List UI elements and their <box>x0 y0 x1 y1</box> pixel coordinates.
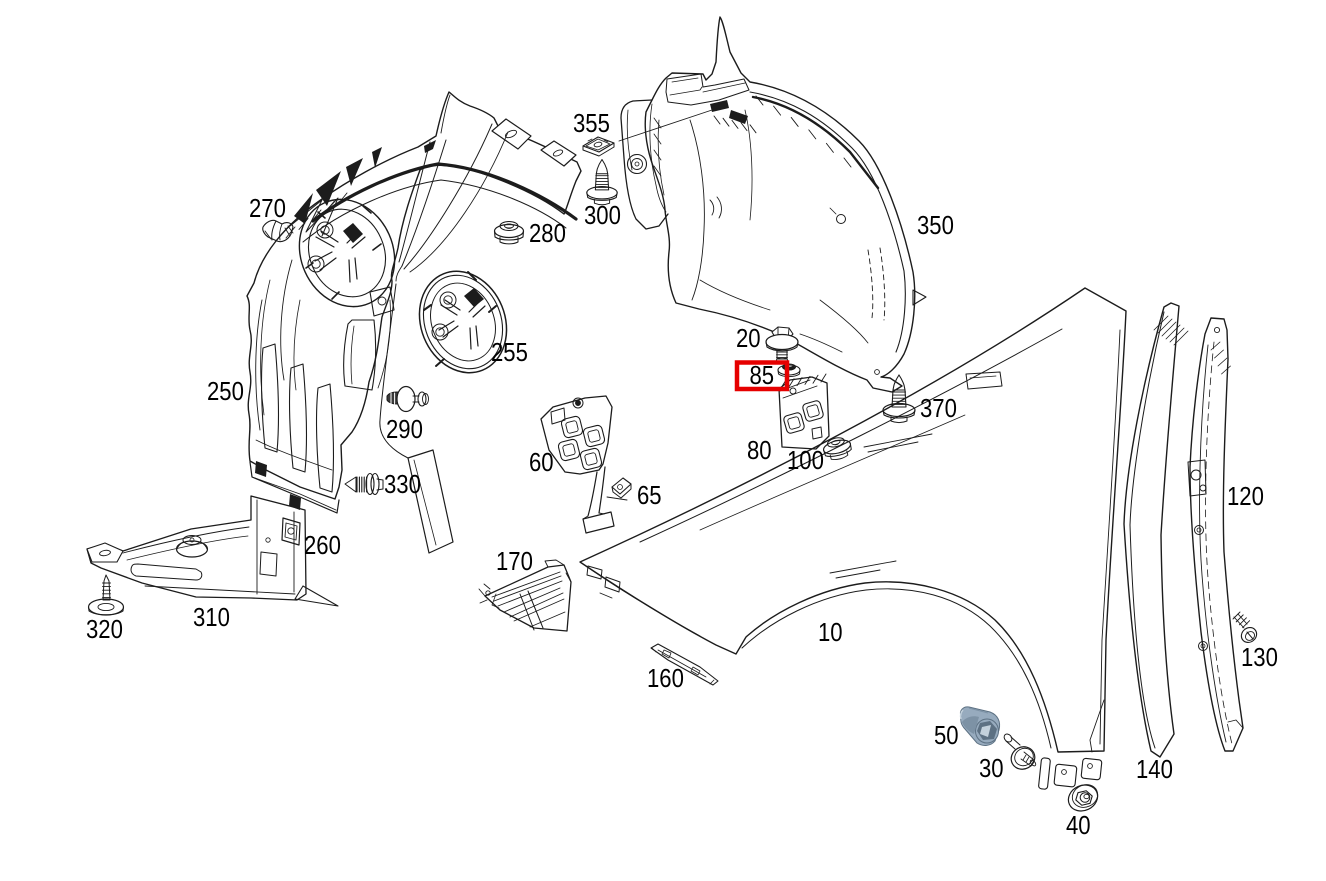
svg-text:255: 255 <box>491 337 528 367</box>
svg-text:370: 370 <box>920 393 957 423</box>
svg-text:300: 300 <box>584 200 621 230</box>
svg-text:170: 170 <box>496 546 533 576</box>
svg-text:350: 350 <box>917 210 954 240</box>
svg-text:80: 80 <box>747 435 772 465</box>
svg-text:290: 290 <box>386 414 423 444</box>
svg-text:140: 140 <box>1136 754 1173 784</box>
svg-text:60: 60 <box>529 447 554 477</box>
svg-text:100: 100 <box>787 445 824 475</box>
svg-text:65: 65 <box>637 480 662 510</box>
svg-text:30: 30 <box>979 753 1004 783</box>
svg-text:260: 260 <box>304 530 341 560</box>
svg-text:10: 10 <box>818 617 843 647</box>
svg-text:20: 20 <box>736 323 761 353</box>
svg-text:320: 320 <box>86 614 123 644</box>
svg-text:40: 40 <box>1066 810 1091 840</box>
svg-text:130: 130 <box>1241 642 1278 672</box>
svg-text:355: 355 <box>573 108 610 138</box>
svg-text:85: 85 <box>750 360 775 390</box>
svg-text:120: 120 <box>1227 481 1264 511</box>
svg-text:330: 330 <box>384 469 421 499</box>
svg-text:280: 280 <box>529 218 566 248</box>
svg-text:250: 250 <box>207 376 244 406</box>
svg-text:310: 310 <box>193 602 230 632</box>
svg-text:160: 160 <box>647 663 684 693</box>
svg-text:270: 270 <box>249 193 286 223</box>
svg-text:50: 50 <box>934 720 959 750</box>
